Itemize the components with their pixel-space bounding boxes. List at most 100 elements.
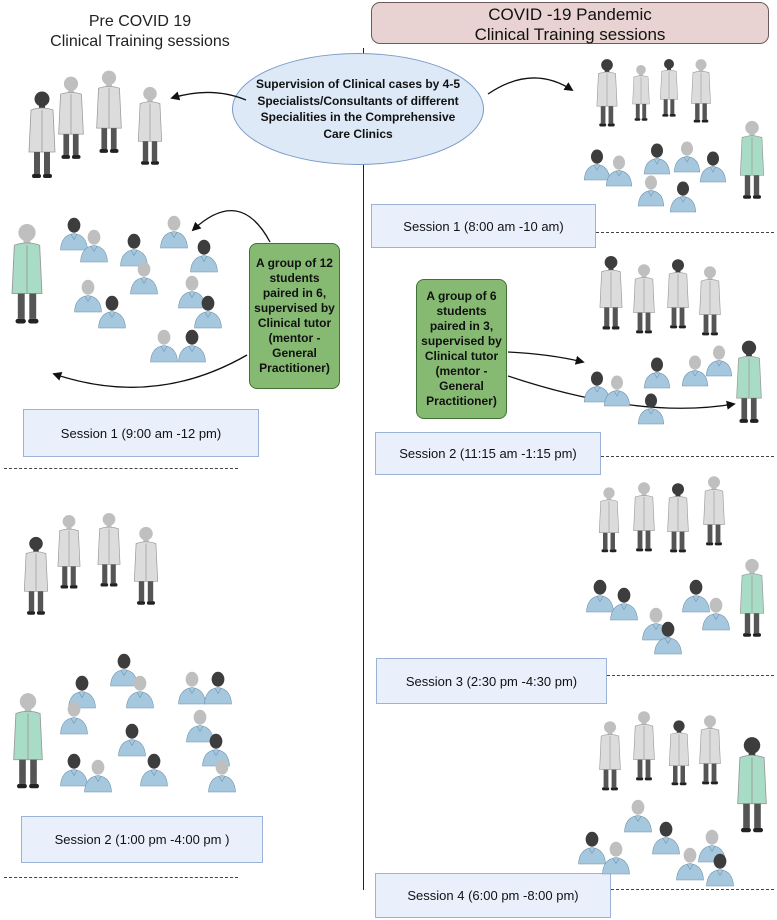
student-figure <box>603 375 631 407</box>
session-divider <box>607 675 774 676</box>
specialist-figure <box>633 482 655 552</box>
student-figure <box>605 155 633 187</box>
arrow-oval-to-right-specialists <box>487 77 574 95</box>
specialist-figure <box>660 59 678 117</box>
student-figure <box>624 799 652 833</box>
pre-covid-session-1: Session 1 (9:00 am -12 pm) <box>23 409 259 457</box>
pre-covid-session-1-label: Session 1 (9:00 am -12 pm) <box>60 425 222 441</box>
covid-session-4: Session 4 (6:00 pm -8:00 pm) <box>375 873 611 918</box>
student-figure <box>610 587 638 621</box>
covid-session-1-label: Session 1 (8:00 am -10 am) <box>403 218 564 234</box>
student-figure <box>160 215 188 249</box>
covid-session-2: Session 2 (11:15 am -1:15 pm) <box>375 432 601 475</box>
session-divider <box>601 456 774 457</box>
student-figure <box>681 355 709 387</box>
supervision-text: Supervision of Clinical cases by 4-5 Spe… <box>255 77 461 141</box>
student-figure <box>130 261 158 295</box>
student-figure <box>60 701 88 735</box>
specialist-figure <box>667 259 689 329</box>
student-figure <box>194 295 222 329</box>
specialist-figure <box>97 513 121 587</box>
session-divider <box>4 877 238 878</box>
pre-covid-title: Pre COVID 19 Clinical Training sessions <box>40 12 240 52</box>
specialist-figure <box>23 536 49 615</box>
arrow-group-to-right-students <box>507 351 585 365</box>
covid-session-2-label: Session 2 (11:15 am -1:15 pm) <box>399 446 577 461</box>
specialist-figure <box>596 59 618 127</box>
student-figure <box>637 393 665 425</box>
specialist-figure <box>28 91 56 178</box>
specialist-figure <box>667 483 689 553</box>
student-figure <box>190 239 218 273</box>
group-12-students-text: A group of 12 students paired in 6, supe… <box>254 256 335 375</box>
student-figure <box>178 671 206 705</box>
covid-session-4-label: Session 4 (6:00 pm -8:00 pm) <box>407 888 579 903</box>
pre-covid-title-line2: Clinical Training sessions <box>50 33 230 50</box>
specialist-figure <box>57 515 81 589</box>
specialist-figure <box>633 264 655 334</box>
pre-covid-title-line1: Pre COVID 19 <box>88 13 192 30</box>
student-figure <box>705 345 733 377</box>
student-figure <box>682 579 710 613</box>
supervision-oval: Supervision of Clinical cases by 4-5 Spe… <box>232 53 484 165</box>
student-figure <box>118 723 146 757</box>
student-figure <box>150 329 178 363</box>
student-figure <box>80 229 108 263</box>
session-divider <box>611 889 774 890</box>
student-figure <box>706 853 734 887</box>
student-figure <box>643 143 671 175</box>
covid-session-1: Session 1 (8:00 am -10 am) <box>371 204 596 248</box>
pre-covid-session-2: Session 2 (1:00 pm -4:00 pm ) <box>21 816 263 863</box>
student-figure <box>140 753 168 787</box>
tutor-figure <box>739 558 765 637</box>
specialist-figure <box>703 476 725 546</box>
group-6-students-text: A group of 6 students paired in 3, super… <box>421 289 502 408</box>
session-divider <box>4 468 238 469</box>
specialist-figure <box>668 720 690 786</box>
student-figure <box>74 279 102 313</box>
covid-pandemic-title-box: COVID -19 Pandemic Clinical Training ses… <box>371 2 769 44</box>
student-figure <box>654 621 682 655</box>
student-figure <box>110 653 138 687</box>
tutor-figure <box>739 120 765 199</box>
column-divider <box>363 48 364 890</box>
tutor-figure <box>13 693 43 789</box>
specialist-figure <box>599 721 621 791</box>
pre-covid-session-2-label: Session 2 (1:00 pm -4:00 pm ) <box>54 832 230 847</box>
specialist-figure <box>598 487 620 553</box>
student-figure <box>84 759 112 793</box>
covid-session-3-label: Session 3 (2:30 pm -4:30 pm) <box>405 673 578 689</box>
student-figure <box>676 847 704 881</box>
covid-session-3: Session 3 (2:30 pm -4:30 pm) <box>376 658 607 704</box>
student-figure <box>643 357 671 389</box>
student-figure <box>702 597 730 631</box>
student-figure <box>178 329 206 363</box>
student-figure <box>204 671 232 705</box>
specialist-figure <box>599 256 623 330</box>
student-figure <box>586 579 614 613</box>
student-figure <box>602 841 630 875</box>
student-figure <box>120 233 148 267</box>
specialist-figure <box>699 266 721 336</box>
student-figure <box>673 141 701 173</box>
student-figure <box>60 753 88 787</box>
specialist-figure <box>691 59 711 123</box>
specialist-figure <box>137 86 163 165</box>
session-divider <box>596 232 774 233</box>
student-figure <box>583 149 611 181</box>
student-figure <box>208 759 236 793</box>
tutor-figure <box>736 340 762 423</box>
covid-title-line1: COVID -19 Pandemic <box>488 5 652 24</box>
tutor-figure <box>737 737 767 833</box>
student-figure <box>637 175 665 207</box>
specialist-figure <box>133 526 159 605</box>
specialist-figure <box>58 76 84 159</box>
student-figure <box>126 675 154 709</box>
covid-title-line2: Clinical Training sessions <box>474 25 666 44</box>
student-figure <box>178 275 206 309</box>
student-figure <box>699 151 727 183</box>
specialist-figure <box>699 715 721 785</box>
tutor-figure <box>11 223 43 324</box>
student-figure <box>652 821 680 855</box>
group-6-students-box: A group of 6 students paired in 3, super… <box>416 279 507 419</box>
